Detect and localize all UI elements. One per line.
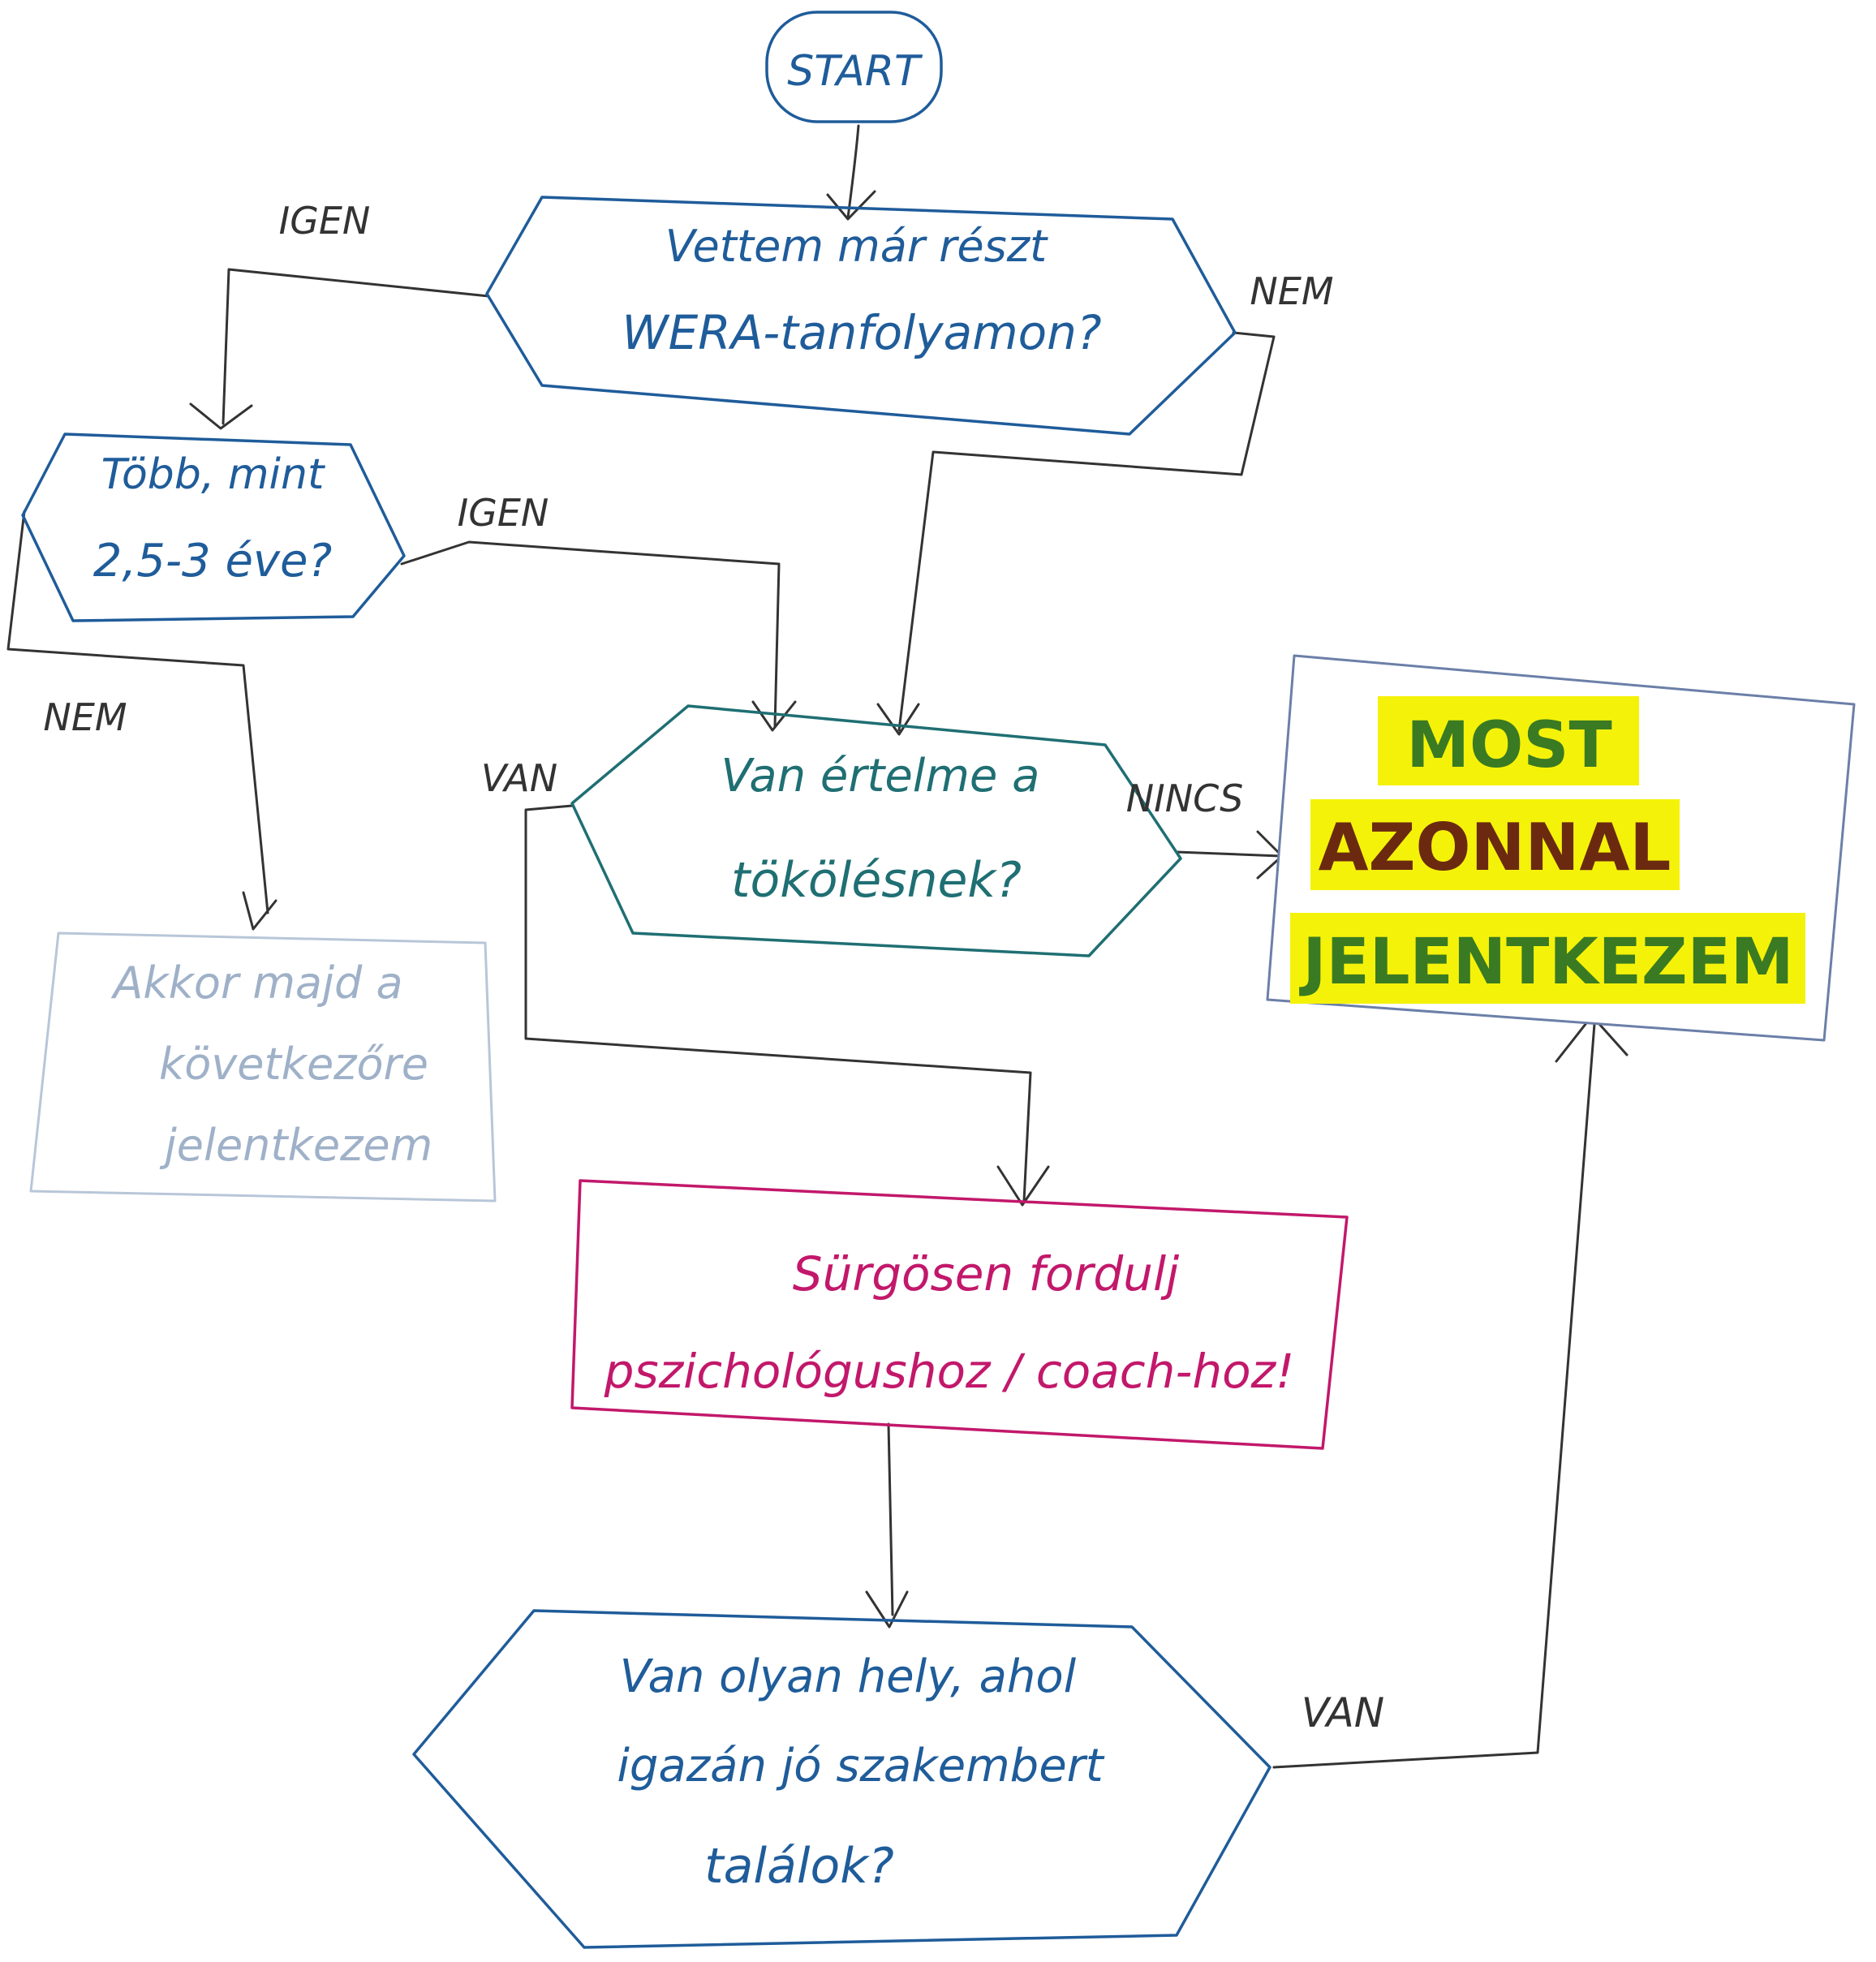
edge-q3-no (1175, 850, 1282, 858)
end-now-line3: JELENTKEZEM (1299, 926, 1794, 999)
help-line1: Sürgösen fordulj (793, 1246, 1180, 1302)
end-later-line3: jelentkezem (159, 1120, 433, 1171)
start-node: START (765, 11, 943, 123)
decision-q2-shape (21, 432, 406, 622)
edge-help-q4 (887, 1422, 894, 1616)
arrowhead-q3-help (996, 1165, 1050, 1207)
help-node: Sürgösen fordulj pszichológushoz / coach… (570, 1179, 1349, 1450)
decision-q3-shape (570, 704, 1182, 957)
arrowhead-help-q4 (865, 1590, 909, 1629)
end-now-node: MOST AZONNAL JELENTKEZEM (1266, 654, 1856, 1042)
edge-label-q1-yes: IGEN (279, 199, 371, 243)
edge-label-q2-no: NEM (43, 695, 127, 739)
edge-q2-no (6, 510, 269, 914)
end-later-node: Akkor majd a következőre jelentkezem (29, 932, 497, 1203)
end-later-shape (29, 932, 497, 1203)
start-label: START (787, 47, 923, 96)
edge-q1-no (897, 331, 1276, 732)
end-now-line1: MOST (1406, 709, 1611, 782)
end-later-line2: következőre (159, 1039, 428, 1090)
decision-q2-line1: Több, mint (101, 450, 325, 499)
edge-start-q1 (846, 124, 860, 219)
highlight-azonnal (1310, 799, 1680, 890)
decision-q3-line2: tökölésnek? (731, 852, 1022, 909)
decision-q1-shape (485, 196, 1237, 436)
arrowhead-start-q1 (826, 190, 876, 221)
decision-q1-line1: Vettem már részt (665, 221, 1048, 272)
edge-q2-yes (400, 540, 781, 728)
end-now-line2: AZONNAL (1319, 810, 1672, 885)
help-shape (570, 1179, 1349, 1450)
decision-q4-shape (412, 1609, 1271, 1949)
decision-q4-line1: Van olyan hely, ahol (620, 1650, 1077, 1703)
decision-q3-line1: Van értelme a (721, 750, 1040, 802)
highlight-most (1378, 696, 1639, 785)
decision-q2: Több, mint 2,5-3 éve? (21, 432, 406, 622)
help-line2: pszichológushoz / coach-hoz! (604, 1344, 1295, 1399)
start-terminal-shape (765, 11, 943, 123)
edge-label-q1-no: NEM (1250, 269, 1333, 313)
decision-q4-line2: igazán jó szakembert (617, 1740, 1104, 1792)
decision-q3: Van értelme a tökölésnek? (570, 704, 1182, 957)
highlight-jelentkezem (1290, 913, 1805, 1004)
edge-label-q3-yes: VAN (481, 756, 557, 800)
decision-q1-line2: WERA-tanfolyamon? (622, 305, 1101, 360)
decision-q2-line2: 2,5-3 éve? (93, 535, 332, 587)
end-later-line1: Akkor majd a (110, 957, 402, 1009)
decision-q4: Van olyan hely, ahol igazán jó szakember… (412, 1609, 1271, 1949)
edge-label-q2-yes: IGEN (458, 491, 549, 535)
edge-q1-yes (222, 268, 490, 425)
arrowhead-q2-end-later (242, 891, 278, 931)
edge-q4-yes (1272, 1022, 1596, 1769)
edge-label-q4-yes: VAN (1302, 1689, 1384, 1736)
edge-label-q3-no: NINCS (1126, 777, 1244, 820)
decision-q4-line3: találok? (704, 1838, 894, 1895)
decision-q1: Vettem már részt WERA-tanfolyamon? (485, 196, 1237, 436)
arrowhead-q1-q2 (189, 402, 253, 430)
edge-q3-yes (524, 804, 1032, 1203)
arrowhead-q1-q3 (876, 703, 920, 736)
